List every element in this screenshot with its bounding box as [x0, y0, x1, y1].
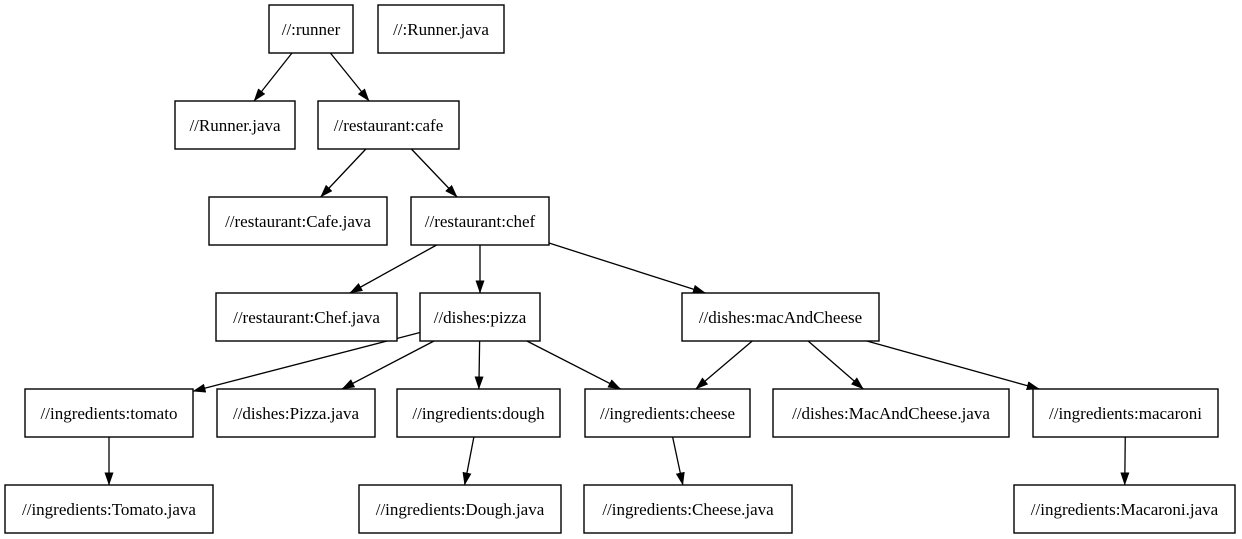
graph-node-label: //Runner.java — [189, 116, 281, 135]
graph-node-label: //ingredients:Tomato.java — [22, 500, 196, 519]
graph-node-runner: //:runner — [268, 4, 354, 54]
graph-edge-chef-to-chef-java — [349, 244, 437, 294]
graph-node-macaroni-java: //ingredients:Macaroni.java — [1013, 484, 1236, 534]
graph-node-cafe: //restaurant:cafe — [317, 100, 460, 150]
graph-node-box — [583, 484, 793, 534]
graph-node-box — [410, 196, 550, 246]
graph-node-label: //restaurant:cafe — [334, 116, 444, 135]
graph-node-box — [1013, 484, 1236, 534]
graph-edge-runner-to-cafe — [329, 52, 370, 102]
graph-node-box — [215, 292, 398, 342]
graph-node-cafe-java: //restaurant:Cafe.java — [208, 196, 388, 246]
graph-node-cheese-java: //ingredients:Cheese.java — [583, 484, 793, 534]
graph-node-label: //dishes:Pizza.java — [233, 404, 360, 423]
graph-edge-mac-and-cheese-to-macaroni — [866, 340, 1040, 390]
graph-node-macaroni: //ingredients:macaroni — [1032, 388, 1219, 438]
graph-node-box — [681, 292, 880, 342]
graph-node-box — [24, 388, 194, 438]
graph-node-tomato-java: //ingredients:Tomato.java — [4, 484, 214, 534]
graph-node-box — [377, 4, 505, 54]
graph-node-box — [317, 100, 460, 150]
graph-edge-macaroni-to-macaroni-java — [1120, 436, 1130, 486]
graph-node-box — [4, 484, 214, 534]
graph-node-label: //dishes:MacAndCheese.java — [792, 404, 990, 423]
graph-node-dough: //ingredients:dough — [396, 388, 561, 438]
graph-node-box — [358, 484, 562, 534]
graph-edge-mac-and-cheese-to-mac-and-cheese-java — [807, 340, 864, 390]
graph-node-dough-java: //ingredients:Dough.java — [358, 484, 562, 534]
graph-node-label: //dishes:pizza — [434, 308, 527, 327]
graph-edge-chef-to-mac-and-cheese — [548, 242, 706, 294]
graph-node-chef-java: //restaurant:Chef.java — [215, 292, 398, 342]
graph-edge-pizza-to-tomato — [192, 331, 421, 393]
graph-edge-pizza-to-pizza-java — [341, 340, 435, 390]
graph-node-label: //restaurant:Cafe.java — [225, 212, 371, 231]
graph-node-label: //restaurant:Chef.java — [233, 308, 380, 327]
graph-node-runner-java-src: //:Runner.java — [377, 4, 505, 54]
graph-node-pizza-java: //dishes:Pizza.java — [216, 388, 376, 438]
graph-node-cheese: //ingredients:cheese — [584, 388, 751, 438]
graph-edge-cheese-to-cheese-java — [671, 436, 685, 486]
graph-edge-pizza-to-cheese — [526, 340, 622, 390]
graph-edge-runner-to-runner-java — [253, 52, 293, 102]
graph-node-box — [419, 292, 541, 342]
graph-node-label: //:runner — [282, 20, 341, 39]
graph-node-label: //ingredients:tomato — [41, 404, 178, 423]
graph-node-pizza: //dishes:pizza — [419, 292, 541, 342]
graph-node-box — [1032, 388, 1219, 438]
graph-edge-pizza-to-dough — [474, 340, 484, 390]
graph-edge-mac-and-cheese-to-cheese — [695, 340, 753, 390]
graph-node-box — [584, 388, 751, 438]
graph-node-tomato: //ingredients:tomato — [24, 388, 194, 438]
graph-edge-dough-to-dough-java — [462, 436, 475, 486]
graph-node-chef: //restaurant:chef — [410, 196, 550, 246]
graph-node-label: //ingredients:dough — [412, 404, 545, 423]
graph-node-label: //ingredients:cheese — [600, 404, 735, 423]
graph-edge-cafe-to-chef — [410, 148, 458, 198]
graph-node-label: //ingredients:Dough.java — [376, 500, 545, 519]
graph-node-runner-java: //Runner.java — [174, 100, 296, 150]
graph-node-box — [174, 100, 296, 150]
graph-node-label: //ingredients:macaroni — [1049, 404, 1202, 423]
graph-node-label: //ingredients:Macaroni.java — [1031, 500, 1219, 519]
graph-node-box — [396, 388, 561, 438]
graph-node-label: //:Runner.java — [393, 20, 489, 39]
graph-node-box — [268, 4, 354, 54]
graph-node-label: //ingredients:Cheese.java — [602, 500, 774, 519]
graph-node-label: //dishes:macAndCheese — [699, 308, 862, 327]
graph-node-mac-and-cheese-java: //dishes:MacAndCheese.java — [772, 388, 1010, 438]
graph-node-label: //restaurant:chef — [425, 212, 536, 231]
graph-node-box — [216, 388, 376, 438]
graph-edge-cafe-to-cafe-java — [320, 148, 367, 198]
graph-node-box — [208, 196, 388, 246]
graph-node-mac-and-cheese: //dishes:macAndCheese — [681, 292, 880, 342]
graph-node-box — [772, 388, 1010, 438]
